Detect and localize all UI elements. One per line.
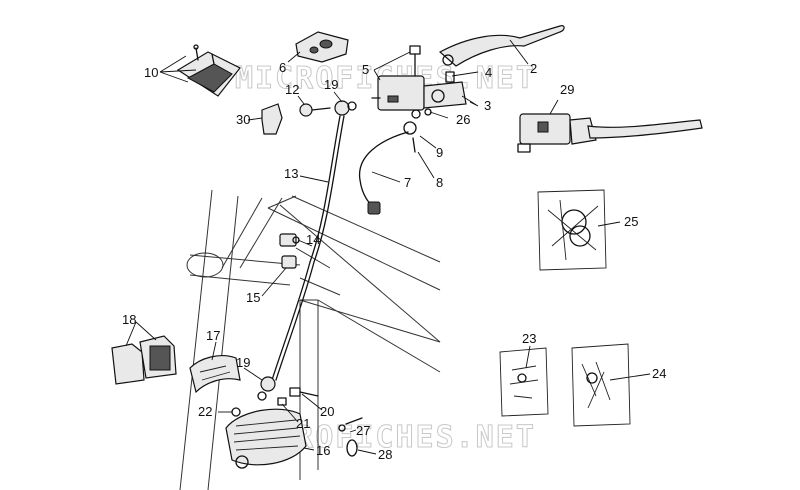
part-19-banjo-upper — [334, 100, 357, 116]
callout-2: 2 — [530, 61, 537, 76]
part-27-bleed-screw — [338, 417, 363, 457]
callout-13: 13 — [284, 166, 298, 181]
part-17-pad-spring — [189, 355, 241, 394]
part-18-brake-pads — [111, 335, 177, 385]
callout-3: 3 — [484, 98, 491, 113]
callout-23: 23 — [522, 331, 536, 346]
part-29-master-assy — [517, 113, 703, 153]
callout-21: 21 — [296, 416, 310, 431]
callout-6: 6 — [279, 60, 286, 75]
callout-29: 29 — [560, 82, 574, 97]
callout-4: 4 — [485, 65, 492, 80]
part-7-brake-switch — [358, 109, 421, 215]
callout-19-lower: 19 — [236, 355, 250, 370]
callout-8: 8 — [436, 175, 443, 190]
callout-7: 7 — [404, 175, 411, 190]
part-30-fitting — [261, 103, 283, 135]
callout-5: 5 — [362, 62, 369, 77]
callout-24: 24 — [652, 366, 666, 381]
callout-18: 18 — [122, 312, 136, 327]
callout-25: 25 — [624, 214, 638, 229]
part-6-cover — [295, 31, 349, 63]
part-25-kit-bag — [537, 189, 607, 271]
callout-28: 28 — [378, 447, 392, 462]
part-13-brake-hose — [271, 115, 341, 381]
part-12-bolt — [299, 103, 331, 117]
part-24-kit-bag — [571, 343, 631, 427]
callout-labels: 10 6 5 4 2 19 12 30 29 3 26 9 7 8 13 14 … — [122, 60, 666, 462]
callout-12: 12 — [285, 82, 299, 97]
callout-9: 9 — [436, 145, 443, 160]
part-2-lever — [438, 25, 565, 67]
callout-17: 17 — [206, 328, 220, 343]
callout-22: 22 — [198, 404, 212, 419]
callout-20: 20 — [320, 404, 334, 419]
part-19-banjo-lower — [231, 376, 319, 417]
callout-30: 30 — [236, 112, 250, 127]
leader-lines — [125, 39, 651, 455]
callout-26: 26 — [456, 112, 470, 127]
callout-27: 27 — [356, 423, 370, 438]
callout-15: 15 — [246, 290, 260, 305]
callout-14: 14 — [306, 232, 320, 247]
callout-19-upper: 19 — [324, 77, 338, 92]
part-23-kit-bag — [499, 347, 549, 417]
part-10-gasket — [176, 44, 241, 97]
part-5-master-cylinder — [371, 45, 467, 111]
part-14-hose-guide — [279, 233, 300, 269]
callout-10: 10 — [144, 65, 158, 80]
callout-16: 16 — [316, 443, 330, 458]
part-16-caliper — [225, 408, 307, 469]
